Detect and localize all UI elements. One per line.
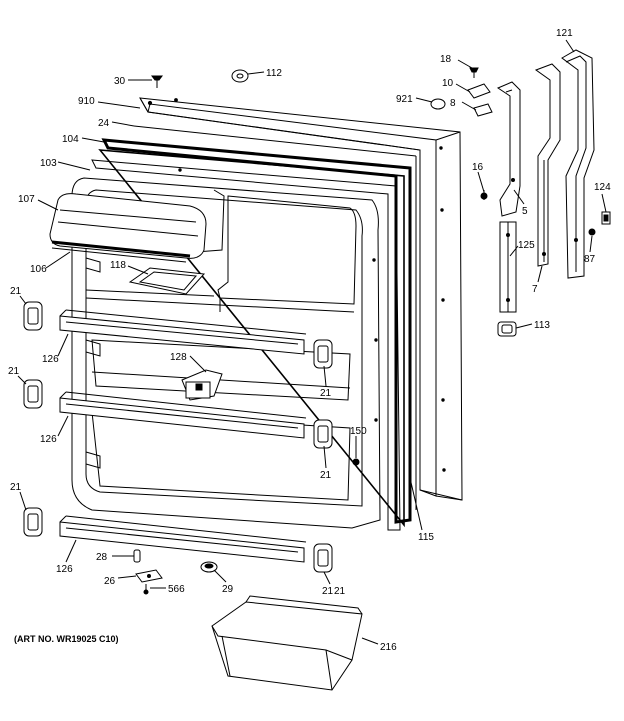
washer-8 [473,103,493,117]
callout-21-left-middle: 21 [8,366,20,377]
bushing-921 [430,98,446,110]
callout-118: 118 [110,260,126,271]
callout-16: 16 [472,162,484,173]
callout-87: 87 [584,254,596,265]
callout-115: 115 [418,532,434,543]
dairy-compartment-door [49,193,207,263]
callout-113: 113 [534,320,550,331]
callout-24: 24 [98,118,110,129]
callout-126-upper: 126 [42,354,59,365]
callout-21-right-lower: 21 [322,586,334,597]
callout-28: 28 [96,552,108,563]
hinge-hardware [430,49,611,337]
callout-107: 107 [18,194,35,205]
callout-7: 7 [532,284,538,295]
bracket-10 [467,83,491,99]
callout-29: 29 [222,584,234,595]
bracket-26 [135,569,163,583]
callout-121: 121 [556,28,573,39]
clip-124 [601,211,611,225]
callout-21-left-lower: 21 [10,482,22,493]
plug-112 [231,69,249,83]
plug-29 [200,561,218,573]
shelf-bar-lower [59,515,307,563]
door-shelf-bars [59,309,307,563]
callout-126-lower: 126 [56,564,73,575]
end-cap-right-2 [313,419,333,449]
bottom-door-bin [211,595,363,691]
door-gasket [91,125,417,531]
handle-121 [561,49,595,279]
callout-125: 125 [518,240,535,251]
callout-18: 18 [440,54,452,65]
callout-8: 8 [450,98,456,109]
callout-910: 910 [78,96,95,107]
butter-shelf [128,267,206,295]
shelf-divider [181,369,223,401]
screw-87 [588,228,596,236]
callout-21-left-upper: 21 [10,286,22,297]
screw-150 [352,458,360,466]
screw-566 [143,584,149,595]
callout-126-middle: 126 [40,434,57,445]
callout-5: 5 [522,206,528,217]
handle-7 [534,63,561,267]
callout-21-bottom: 21 [334,586,346,597]
callout-106: 106 [30,264,47,275]
hinge-strap-5 [496,81,521,217]
callout-112: 112 [266,68,282,79]
end-cap-right-1 [313,339,333,369]
end-cap-left-3 [23,507,43,537]
callout-128: 128 [170,352,187,363]
callout-104: 104 [62,134,79,145]
callout-103: 103 [40,158,57,169]
shelf-bar-upper [59,309,307,355]
screw-30 [151,75,163,88]
end-cap-left-1 [23,301,43,331]
callout-921: 921 [396,94,413,105]
leader-lines [17,39,607,645]
shelf-end-caps [23,301,333,573]
callout-216: 216 [380,642,397,653]
screw-18 [469,67,479,78]
callout-124: 124 [594,182,611,193]
handle-bracket-113 [497,321,517,337]
hinge-bar-125 [499,221,517,313]
small-hardware [133,69,360,595]
end-cap-left-2 [23,379,43,409]
pin-28 [133,549,141,563]
callout-566: 566 [168,584,185,595]
outer-door-panel [139,97,463,501]
end-cap-right-3 [313,543,333,573]
shelf-bar-middle [59,391,307,439]
callout-30: 30 [114,76,126,87]
callout-10: 10 [442,78,454,89]
callout-26: 26 [104,576,116,587]
art-number-caption: (ART NO. WR19025 C10) [14,634,119,644]
callout-labels: 30 112 910 24 104 103 107 106 118 21 126… [8,28,611,653]
callout-150: 150 [350,426,367,437]
callout-21-right-upper: 21 [320,388,332,399]
callout-21-right-middle: 21 [320,470,332,481]
